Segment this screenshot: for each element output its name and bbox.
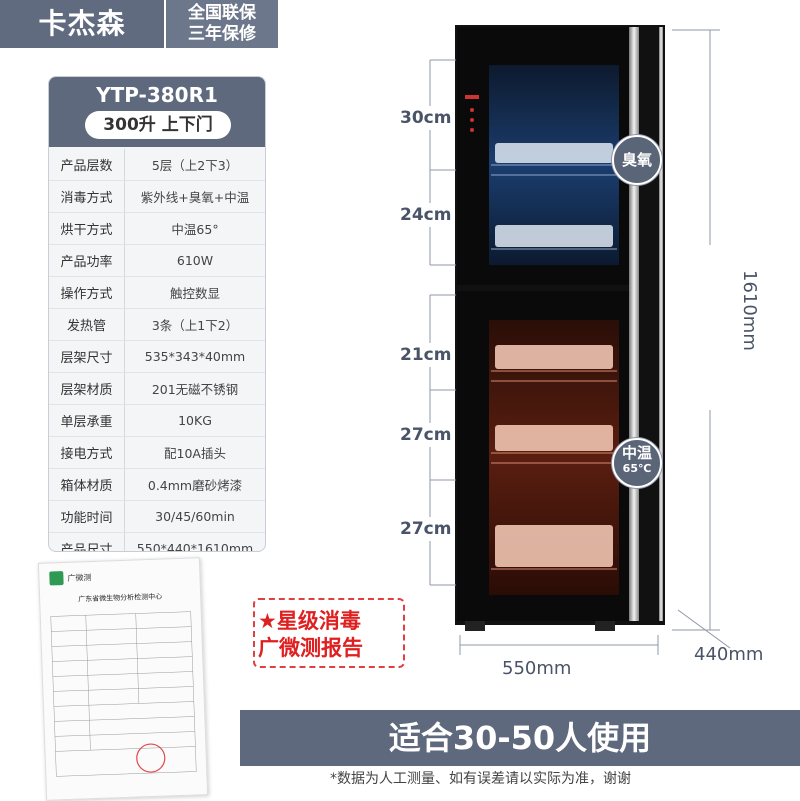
spec-divider — [124, 245, 125, 276]
capacity-pill: 300升 上下门 — [85, 111, 231, 139]
spec-divider — [124, 149, 125, 180]
spec-divider — [124, 437, 125, 468]
badge-text: ★星级消毒 广微测报告 — [258, 608, 398, 662]
spec-value: 触控数显 — [169, 286, 220, 301]
spec-value: 610W — [176, 253, 214, 268]
bottom-dishes — [495, 345, 613, 567]
spec-value: 中温65° — [171, 222, 219, 237]
report-table — [50, 611, 197, 777]
mid-temp-label: 中温 — [621, 444, 652, 462]
cabinet-foot — [465, 621, 485, 631]
warranty-line1: 全国联保 — [188, 3, 256, 23]
report-stamp — [136, 743, 166, 773]
model-number: YTP-380R1 — [96, 83, 218, 107]
spec-value: 配10A插头 — [164, 446, 226, 461]
spec-value: 0.4mm磨砂烤漆 — [147, 478, 243, 493]
brand-logo: 卡杰森 — [0, 0, 164, 48]
spec-value: 10KG — [178, 413, 212, 428]
spec-key: 层架材质 — [60, 383, 113, 398]
spec-key: 单层承重 — [60, 415, 113, 430]
layer-height-label: 27cm — [396, 423, 456, 447]
spec-row: 功能时间 30/45/60min — [49, 501, 265, 533]
spec-row: 烘干方式 中温65° — [49, 213, 265, 245]
spec-key: 产品功率 — [60, 255, 113, 270]
spec-value: 紫外线+臭氧+中温 — [140, 190, 250, 205]
spec-value: 201无磁不锈钢 — [151, 382, 239, 397]
dimension-lines — [459, 29, 731, 655]
spec-value: 535*343*40mm — [144, 349, 246, 364]
spec-row: 层架材质 201无磁不锈钢 — [49, 373, 265, 405]
spec-key: 操作方式 — [60, 287, 113, 302]
height-dimension: 1610mm — [738, 270, 762, 380]
layer-height-label: 27cm — [396, 517, 456, 541]
spec-key: 产品尺寸 — [60, 543, 113, 552]
spec-divider — [124, 181, 125, 212]
badge-line2: 广微测报告 — [258, 636, 363, 660]
spec-row: 单层承重 10KG — [49, 405, 265, 437]
spec-key: 接电方式 — [60, 447, 113, 462]
spec-row: 层架尺寸 535*343*40mm — [49, 341, 265, 373]
star-disinfection-badge — [253, 598, 405, 668]
spec-table: 产品层数 5层（上2下3） 消毒方式 紫外线+臭氧+中温烘干方式 中温65° 产品功率 61… — [49, 149, 265, 552]
spec-row: 箱体材质 0.4mm磨砂烤漆 — [49, 469, 265, 501]
spec-value: 550*440*1610mm — [136, 541, 254, 552]
layer-height-label: 24cm — [396, 203, 456, 227]
capacity-banner — [240, 710, 800, 766]
spec-row: 产品尺寸 550*440*1610mm — [49, 533, 265, 552]
spec-divider — [124, 469, 125, 500]
badge-line1: ★星级消毒 — [258, 609, 361, 633]
spec-divider — [124, 213, 125, 244]
cabinet-illustration — [455, 25, 665, 631]
top-dishes — [495, 143, 613, 247]
capacity-banner-text: 适合30-50人使用 — [388, 719, 652, 757]
spec-divider — [124, 341, 125, 372]
spec-divider — [124, 309, 125, 340]
depth-label: 440mm — [694, 644, 764, 665]
spec-row: 操作方式 触控数显 — [49, 277, 265, 309]
report-title: 广东省微生物分析检测中心 — [78, 592, 163, 604]
spec-divider — [124, 405, 125, 436]
mid-temp-bubble: 中温 65℃ — [612, 438, 662, 488]
spec-card: YTP-380R1 300升 上下门 产品层数 5层（上2下3） 消毒方式 紫外线+臭… — [48, 76, 266, 552]
width-label: 550mm — [502, 658, 572, 679]
test-report-image: 广微测 广东省微生物分析检测中心 — [37, 557, 209, 801]
spec-key: 产品层数 — [60, 159, 113, 174]
mid-temp-value: 65℃ — [622, 462, 652, 475]
spec-value: 30/45/60min — [155, 509, 235, 524]
warranty-line2: 三年保修 — [188, 24, 256, 44]
spec-value: 5层（上2下3） — [151, 158, 239, 173]
spec-row: 产品功率 610W — [49, 245, 265, 277]
spec-value: 3条（上1下2） — [151, 318, 239, 333]
spec-key: 烘干方式 — [60, 223, 113, 238]
spec-divider — [124, 373, 125, 404]
spec-row: 发热管 3条（上1下2） — [49, 309, 265, 341]
spec-divider — [124, 533, 125, 551]
layer-height-label: 21cm — [396, 343, 456, 367]
height-label: 1610mm — [739, 270, 760, 351]
layer-height-label: 30cm — [396, 106, 456, 130]
spec-key: 箱体材质 — [60, 479, 113, 494]
spec-row: 产品层数 5层（上2下3） — [49, 149, 265, 181]
footnote: *数据为人工测量、如有误差请以实际为准，谢谢 — [330, 771, 631, 787]
door-handle — [629, 27, 639, 621]
spec-divider — [124, 277, 125, 308]
control-panel — [465, 95, 479, 132]
spec-key: 消毒方式 — [60, 191, 113, 206]
spec-divider — [124, 501, 125, 532]
spec-row: 接电方式 配10A插头 — [49, 437, 265, 469]
report-logo-text: 广微测 — [67, 572, 92, 583]
spec-key: 层架尺寸 — [60, 351, 113, 366]
spec-key: 功能时间 — [60, 511, 113, 526]
spec-row: 消毒方式 紫外线+臭氧+中温 — [49, 181, 265, 213]
report-logo-icon — [49, 571, 64, 586]
spec-key: 发热管 — [66, 319, 106, 334]
report-logo: 广微测 — [49, 566, 199, 586]
warranty-badge: 全国联保 三年保修 — [166, 0, 278, 48]
ozone-bubble: 臭氧 — [612, 135, 662, 185]
